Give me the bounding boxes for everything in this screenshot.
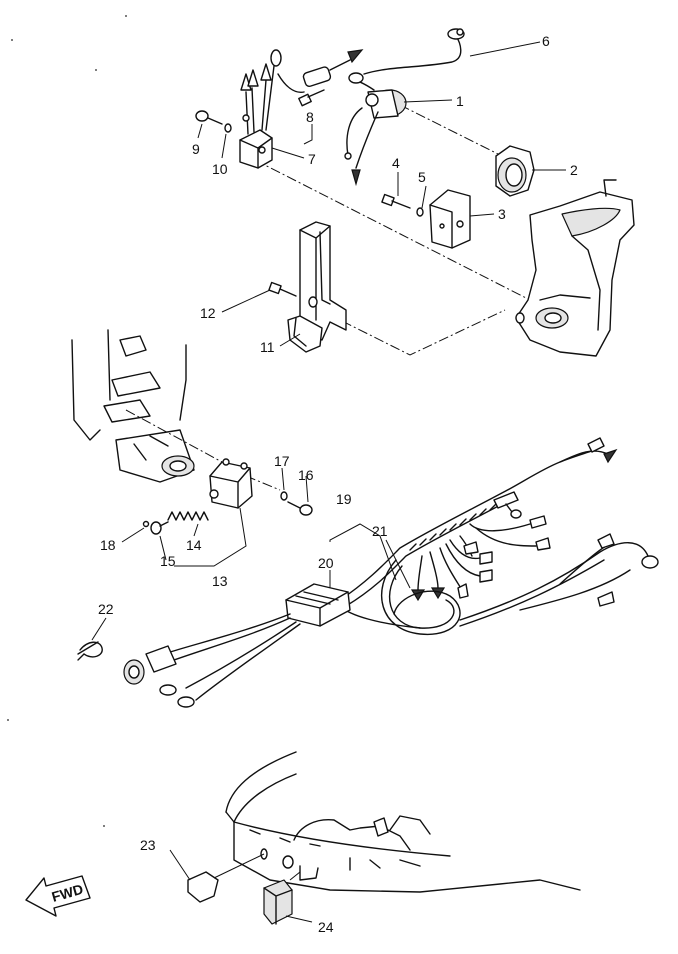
fwd-arrow-icon: FWD	[25, 875, 91, 917]
upper-bracket-assembly	[195, 28, 635, 357]
bolt-part-12	[268, 281, 297, 297]
washer-part-17	[280, 491, 288, 501]
callout-2: 2	[570, 162, 578, 178]
callout-6: 6	[542, 33, 550, 49]
switch-part-13	[209, 458, 253, 509]
scan-specks	[7, 15, 127, 827]
callout-10: 10	[212, 161, 228, 177]
callout-18: 18	[100, 537, 116, 553]
terminal-part-7	[239, 49, 282, 169]
bolt-part-4	[381, 193, 411, 209]
callout-20: 20	[318, 555, 334, 571]
callout-3: 3	[498, 206, 506, 222]
callout-14: 14	[186, 537, 202, 553]
callout-17: 17	[274, 453, 290, 469]
callout-4: 4	[392, 155, 400, 171]
callout-9: 9	[192, 141, 200, 157]
callout-24: 24	[318, 919, 334, 935]
holder-part-2	[495, 145, 535, 197]
bolt-part-8	[298, 89, 325, 107]
callout-5: 5	[418, 169, 426, 185]
screw-part-9	[195, 110, 223, 125]
callout-21: 21	[372, 523, 388, 539]
callout-12: 12	[200, 305, 216, 321]
clip-part-22	[77, 641, 103, 661]
screw-part-15	[150, 521, 169, 535]
bracket-housing	[515, 179, 635, 357]
wire-harness	[123, 437, 659, 708]
callout-7: 7	[308, 151, 316, 167]
callout-19: 19	[336, 491, 352, 507]
callout-1: 1	[456, 93, 464, 109]
callout-13: 13	[212, 573, 228, 589]
middle-bracket-assembly	[268, 221, 347, 353]
washer-part-5	[416, 207, 424, 217]
pin-part-18	[142, 520, 150, 528]
washer-part-10	[224, 123, 232, 133]
screw-part-16	[287, 501, 313, 516]
leader-lines	[91, 41, 566, 923]
callout-15: 15	[160, 553, 176, 569]
connector-part-20	[285, 583, 351, 627]
callout-labels: 1 2 3 4 5 6 7 8 9 10 11 12 13 14 15 16 1…	[98, 33, 578, 935]
callout-11: 11	[260, 339, 275, 355]
bottom-cowling	[187, 751, 581, 925]
callout-16: 16	[298, 467, 314, 483]
lead-wire-part-6	[363, 28, 465, 75]
grommet-part-24	[263, 871, 301, 925]
spring-part-14	[167, 511, 209, 521]
plate-part-3	[429, 189, 471, 249]
callout-22: 22	[98, 601, 114, 617]
callout-8: 8	[306, 109, 314, 125]
grommet-part-23	[187, 853, 265, 903]
relay-part-1	[344, 72, 407, 187]
callout-23: 23	[140, 837, 156, 853]
wire-connector	[277, 49, 364, 93]
engine-side-assembly	[71, 329, 313, 535]
